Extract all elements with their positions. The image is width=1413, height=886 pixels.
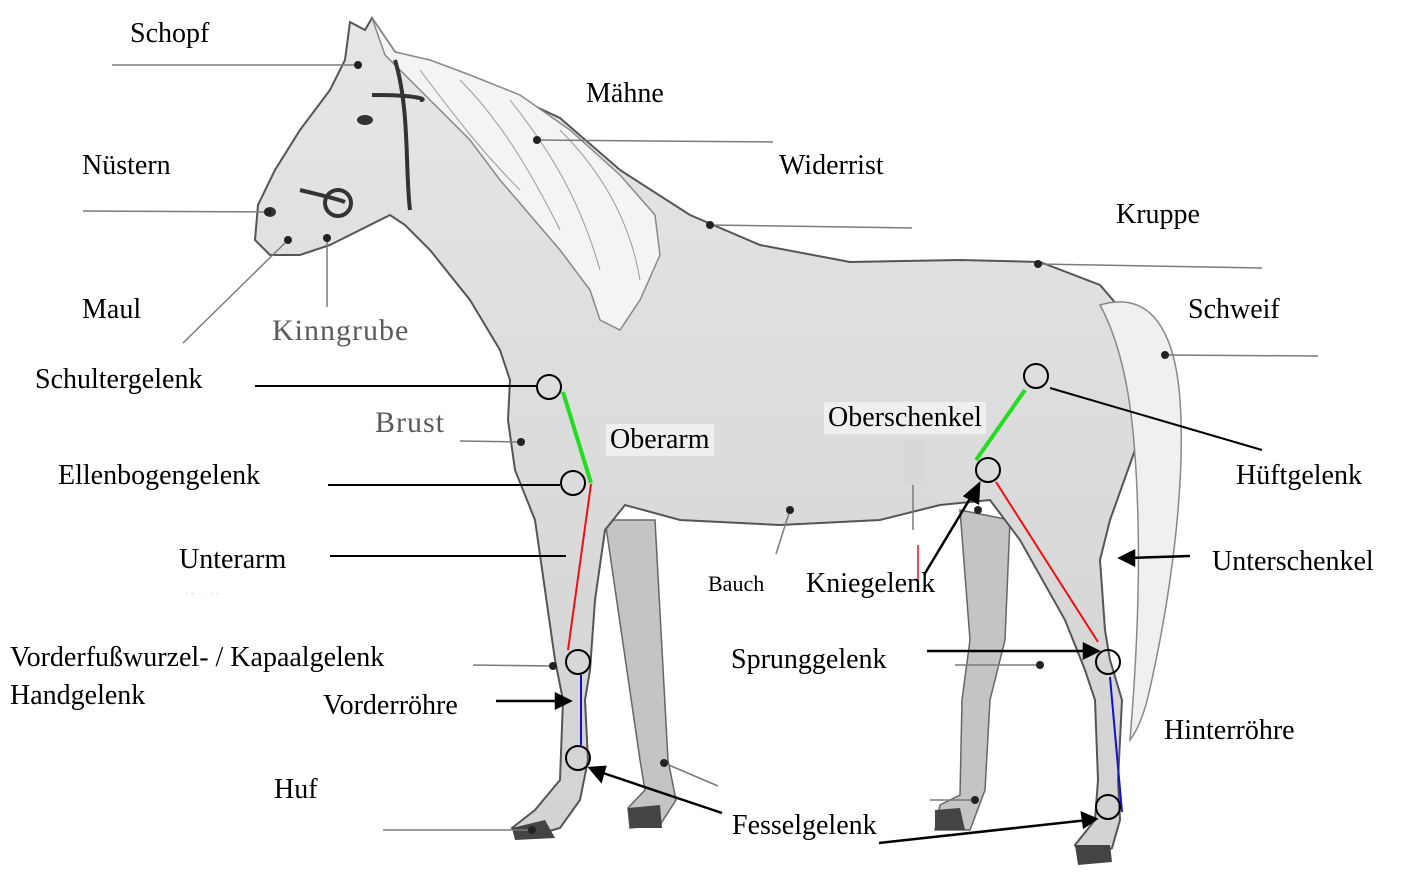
label-unterarm: Unterarm [179, 546, 286, 574]
label-bauch: Bauch [708, 573, 764, 595]
label-maul: Maul [82, 296, 141, 324]
label-schweif: Schweif [1188, 296, 1280, 324]
label-kruppe: Kruppe [1116, 201, 1200, 229]
label-schopf: Schopf [130, 20, 209, 48]
label-kniegelenk: Kniegelenk [806, 570, 935, 598]
label-handgelenk: Handgelenk [10, 682, 145, 710]
label-nuestern: Nüstern [82, 152, 171, 180]
label-huf: Huf [274, 776, 318, 804]
label-maehne: Mähne [586, 80, 664, 108]
label-hueftgelenk: Hüftgelenk [1236, 462, 1362, 490]
label-sprunggelenk: Sprunggelenk [731, 646, 887, 674]
label-brust: Brust [375, 408, 445, 438]
patch-occluder [903, 440, 925, 485]
label-schultergelenk: Schultergelenk [35, 366, 202, 394]
eye [357, 115, 373, 125]
label-kinngrube: Kinngrube [272, 316, 409, 346]
label-hinterroehre: Hinterröhre [1164, 717, 1295, 745]
label-unterschenkel: Unterschenkel [1212, 548, 1374, 576]
label-unterarm-residue: rarm [180, 586, 222, 594]
label-oberarm: Oberarm [606, 424, 714, 456]
label-oberschenkel: Oberschenkel [824, 402, 986, 434]
label-ellenbogengelenk: Ellenbogengelenk [58, 462, 260, 490]
label-vorderroehre: Vorderröhre [323, 692, 458, 720]
label-vorderfusswurzel: Vorderfußwurzel- / Kapaalgelenk [10, 644, 384, 672]
label-fesselgelenk: Fesselgelenk [732, 812, 877, 840]
label-widerrist: Widerrist [779, 152, 884, 180]
